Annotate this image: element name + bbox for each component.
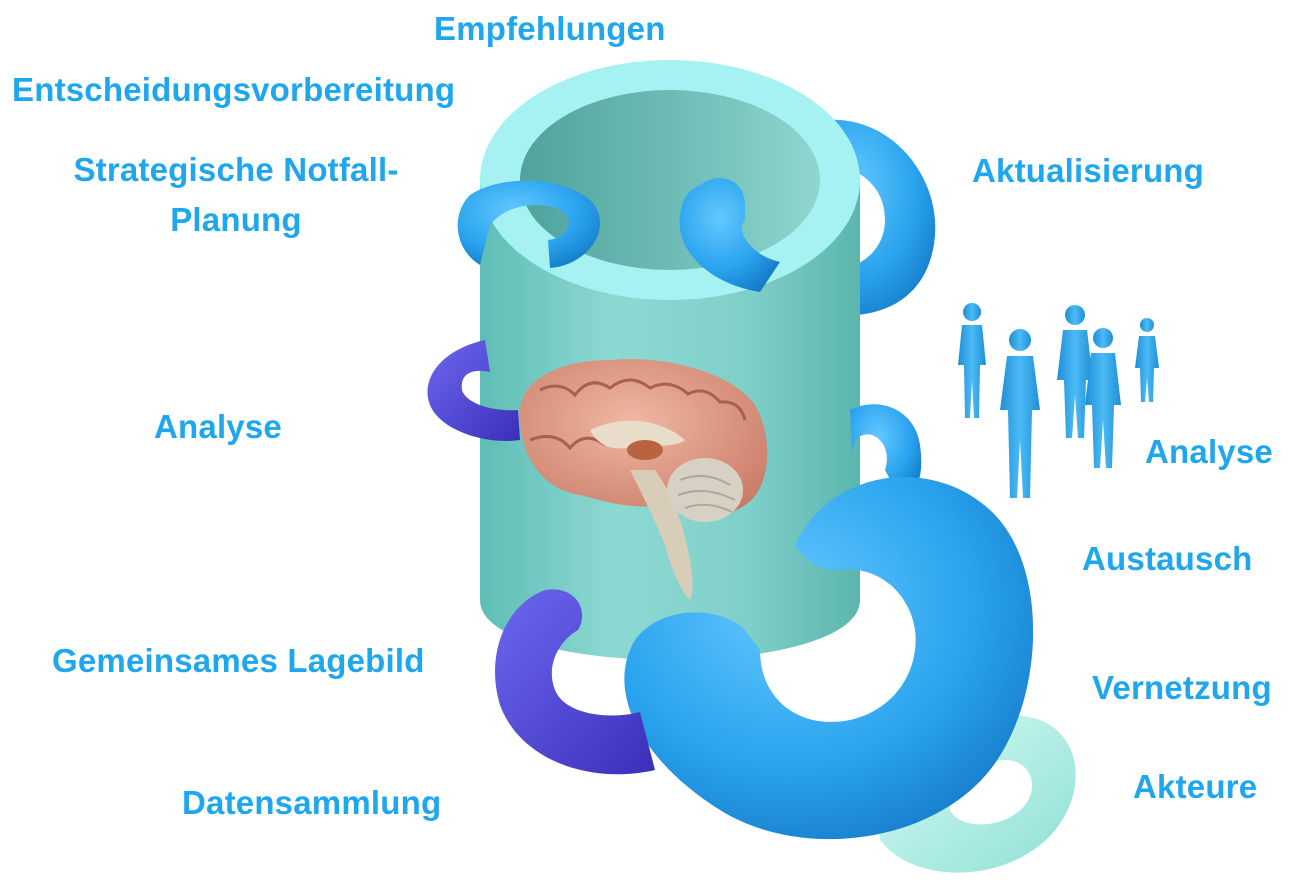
label-entscheidungsvorbereitung: Entscheidungsvorbereitung bbox=[12, 70, 455, 110]
label-analyse-left: Analyse bbox=[154, 407, 282, 447]
person-figure bbox=[1057, 305, 1093, 438]
person-figure bbox=[1135, 318, 1159, 402]
label-akteure: Akteure bbox=[1133, 767, 1257, 807]
label-vernetzung: Vernetzung bbox=[1092, 668, 1272, 708]
people-group-icon bbox=[958, 303, 1159, 498]
person-figure bbox=[958, 303, 986, 418]
label-strategische-line2: Planung bbox=[52, 200, 420, 240]
label-empfehlungen: Empfehlungen bbox=[434, 9, 666, 49]
label-gemeinsames-lagebild: Gemeinsames Lagebild bbox=[52, 641, 425, 681]
label-aktualisierung: Aktualisierung bbox=[972, 151, 1204, 191]
label-strategische-notfall-planung: Strategische Notfall- Planung bbox=[52, 150, 420, 240]
label-analyse-right: Analyse bbox=[1145, 432, 1273, 472]
label-datensammlung: Datensammlung bbox=[182, 783, 441, 823]
label-strategische-line1: Strategische Notfall- bbox=[52, 150, 420, 190]
central-cylinder bbox=[480, 60, 860, 660]
person-figure bbox=[1000, 329, 1040, 498]
label-austausch: Austausch bbox=[1082, 539, 1253, 579]
person-figure bbox=[1085, 328, 1121, 468]
